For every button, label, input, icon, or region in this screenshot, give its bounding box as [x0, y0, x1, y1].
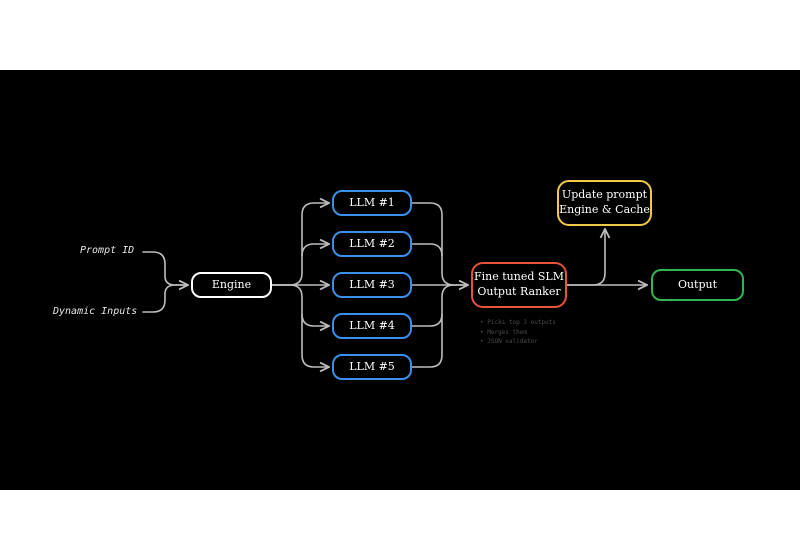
- output-node: Output: [651, 269, 744, 301]
- llm-5-node: LLM #5: [332, 354, 412, 380]
- connector-engine-llm4: [301, 313, 329, 326]
- llm-4-node: LLM #4: [332, 313, 412, 339]
- input-prompt-id: Prompt ID: [80, 245, 135, 256]
- connector-prompt-id: [142, 251, 188, 285]
- connector-llm2-ranker: [411, 243, 443, 257]
- input-dynamic-inputs: Dynamic Inputs: [53, 306, 138, 317]
- connector-engine-trunk-down: [271, 284, 329, 367]
- ranker-node: Fine tuned SLM Output Ranker: [471, 262, 567, 308]
- connector-ranker-update: [566, 229, 605, 286]
- llm-2-node: LLM #2: [332, 231, 412, 257]
- ranker-notes: Picks top 3 outputs Merges them JSON val…: [480, 318, 556, 347]
- update-line-1: Update prompt: [561, 188, 648, 202]
- connector-llm4-ranker: [411, 313, 443, 327]
- llm-1-node: LLM #1: [332, 190, 412, 216]
- connector-llm5-ranker: [411, 284, 455, 368]
- llm-3-node: LLM #3: [332, 272, 412, 298]
- connector-dynamic-inputs: [142, 284, 189, 313]
- diagram-canvas: [0, 70, 800, 490]
- ranker-line-2: Output Ranker: [477, 285, 561, 298]
- ranker-note-1: Picks top 3 outputs: [480, 318, 556, 328]
- ranker-line-1: Fine tuned SLM: [474, 270, 564, 284]
- update-line-2: Engine & Cache: [559, 203, 650, 216]
- ranker-note-3: JSON validator: [480, 337, 556, 347]
- connector-engine-llm2: [301, 244, 329, 257]
- engine-node: Engine: [191, 272, 272, 298]
- connector-engine-trunk: [271, 203, 329, 286]
- update-node: Update prompt Engine & Cache: [557, 180, 652, 226]
- ranker-note-2: Merges them: [480, 328, 556, 338]
